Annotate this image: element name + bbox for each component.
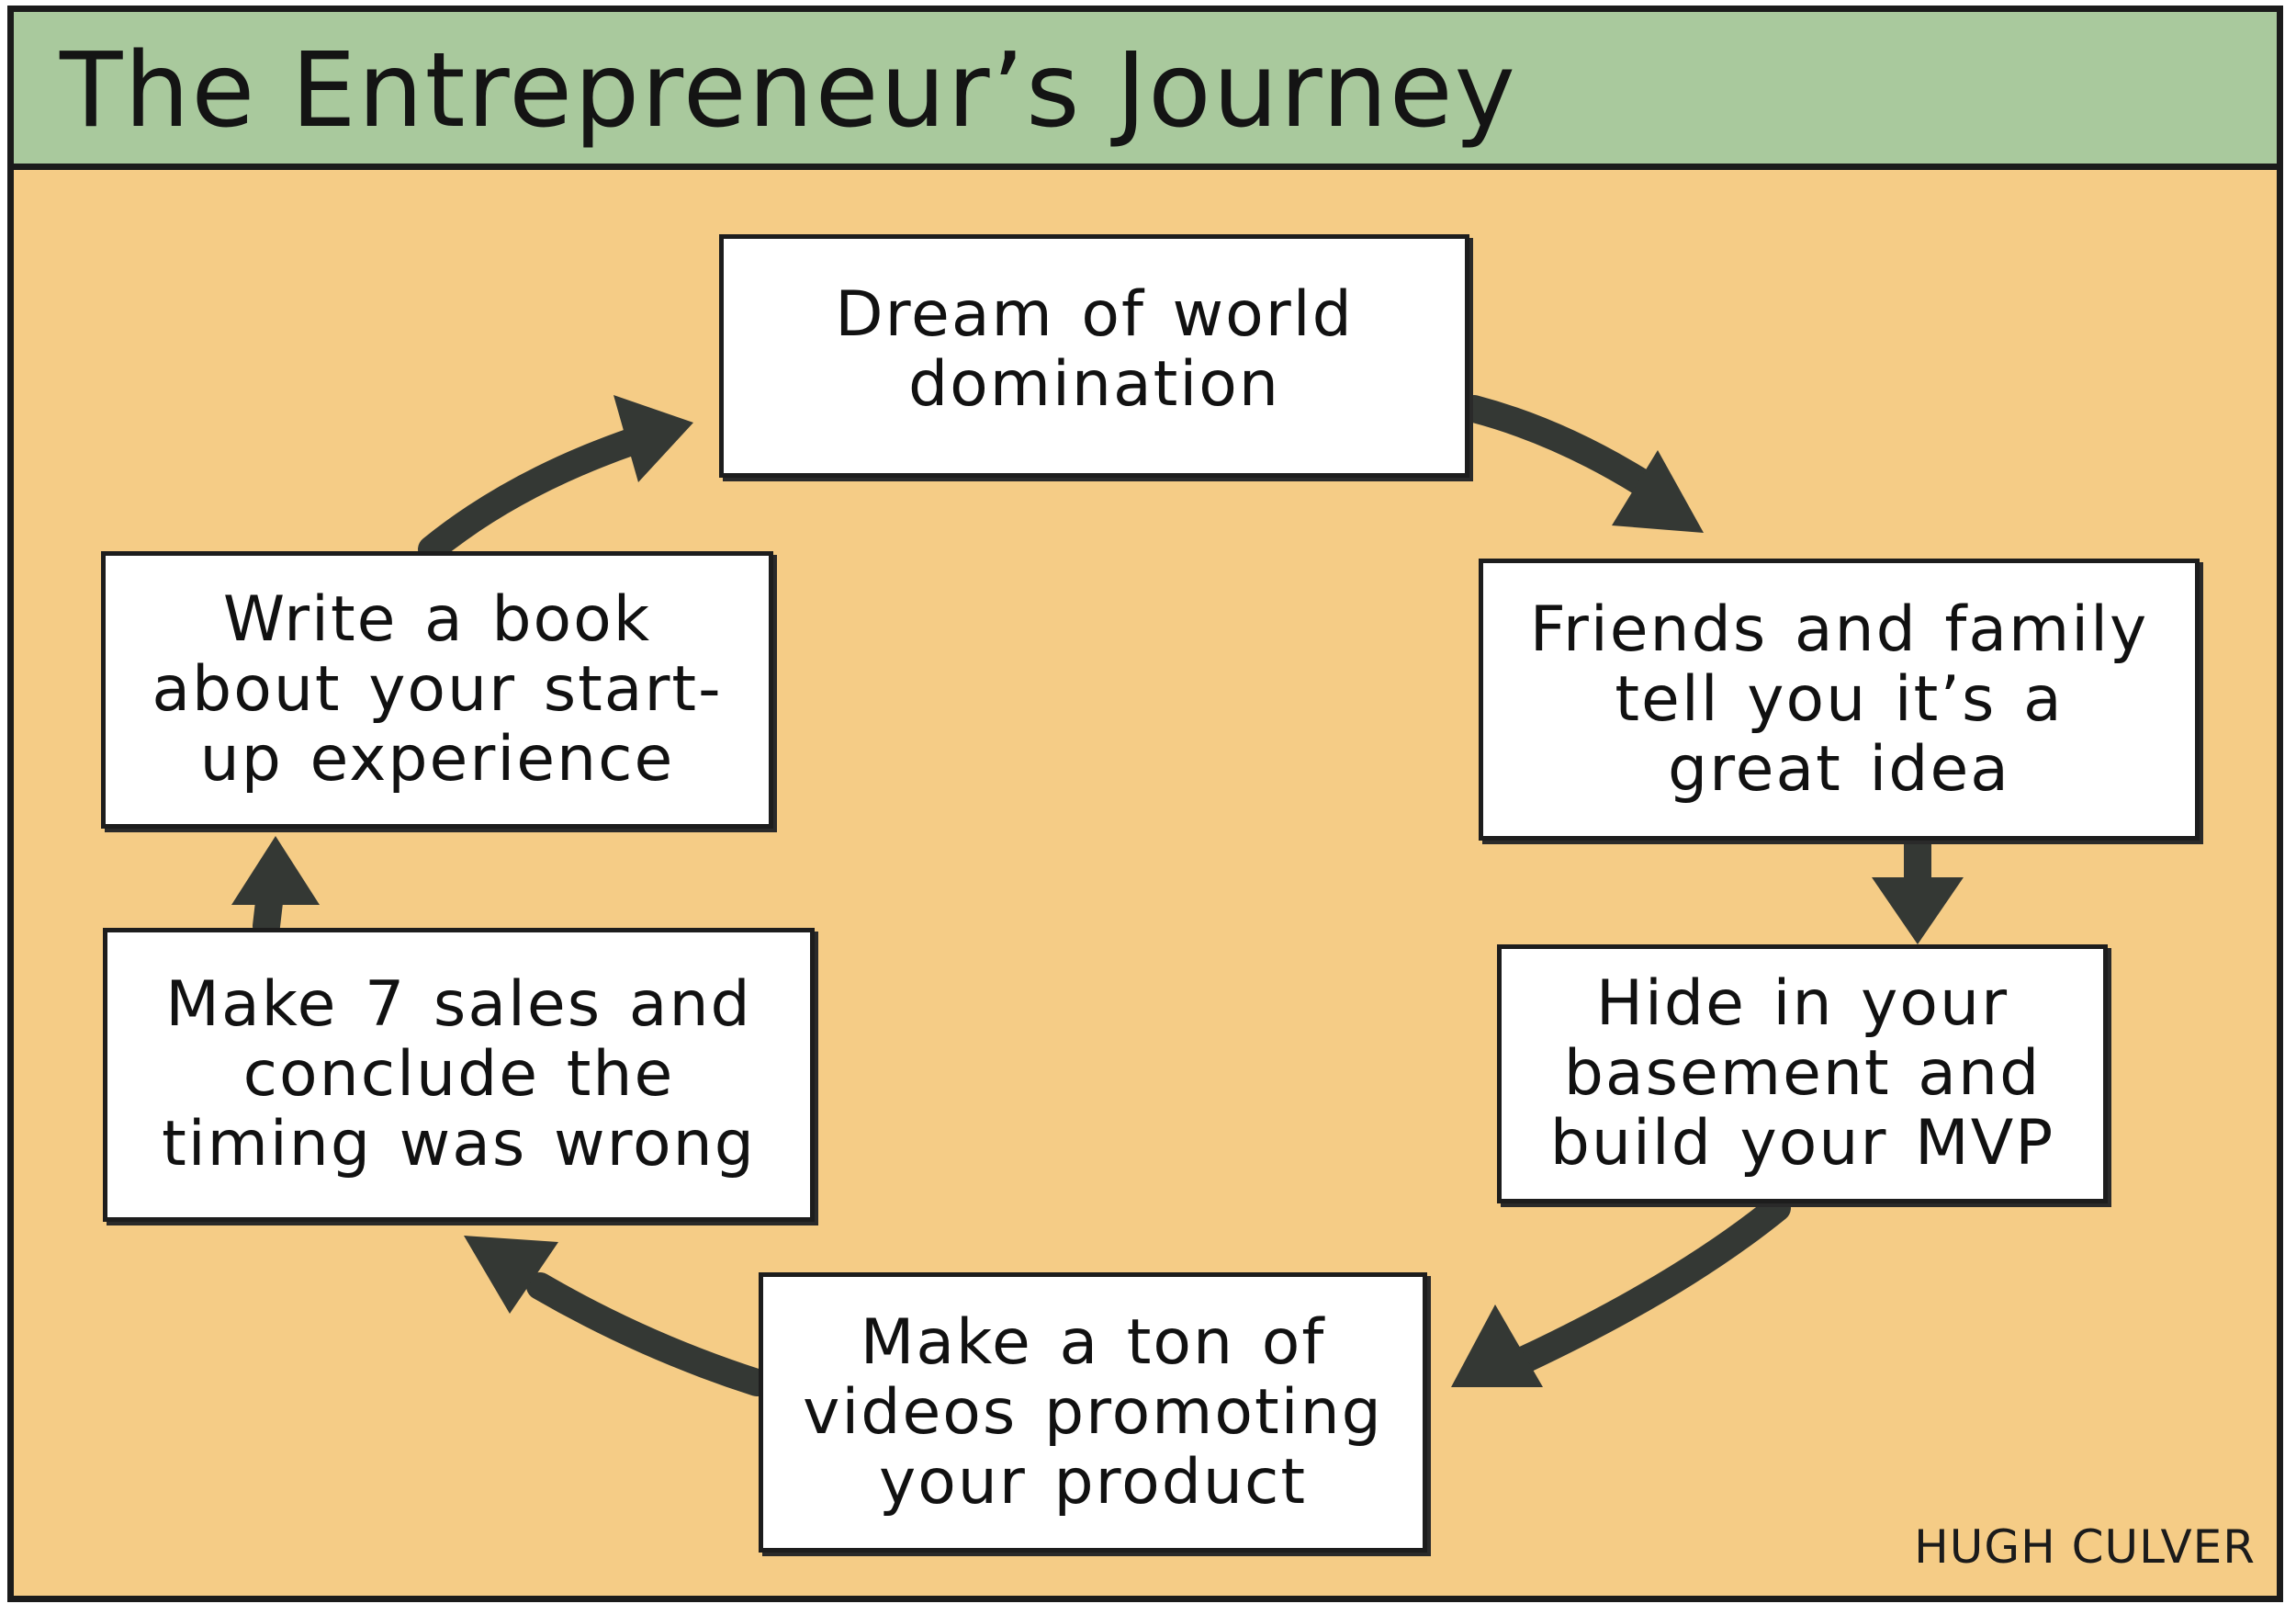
step-write-book: Write a book about your start- up experi… (101, 551, 773, 829)
step-videos: Make a ton of videos promoting your prod… (759, 1272, 1427, 1553)
step-label: Make a ton of videos promoting your prod… (803, 1305, 1383, 1519)
title-bar: The Entrepreneur’s Journey (14, 12, 2277, 170)
step-label: Hide in your basement and build your MVP (1549, 967, 2055, 1180)
arrowhead-book (231, 836, 320, 905)
step-seven-sales: Make 7 sales and conclude the timing was… (103, 928, 815, 1222)
arrow-basement-to-videos (1511, 1194, 1791, 1373)
arrowhead-friends (1612, 450, 1704, 533)
arrowhead-videos (1451, 1304, 1543, 1387)
arrow-videos-to-sales (526, 1272, 771, 1396)
step-build-mvp: Hide in your basement and build your MVP (1497, 944, 2108, 1203)
step-label: Write a book about your start- up experi… (152, 583, 723, 796)
arrow-dream-to-friends (1460, 395, 1662, 501)
page-title: The Entrepreneur’s Journey (60, 31, 1517, 151)
step-dream: Dream of world domination (719, 234, 1469, 478)
step-friends-family: Friends and family tell you it’s a great… (1479, 559, 2200, 841)
step-label: Make 7 sales and conclude the timing was… (162, 968, 756, 1180)
arrowhead-basement (1872, 877, 1964, 944)
arrowhead-sales (464, 1236, 558, 1314)
artist-signature: HUGH CULVER (1914, 1520, 2256, 1574)
arrowhead-dream (613, 395, 693, 482)
step-label: Dream of world domination (835, 278, 1354, 421)
step-label: Friends and family tell you it’s a great… (1529, 593, 2149, 806)
arrow-book-to-dream (418, 427, 647, 563)
